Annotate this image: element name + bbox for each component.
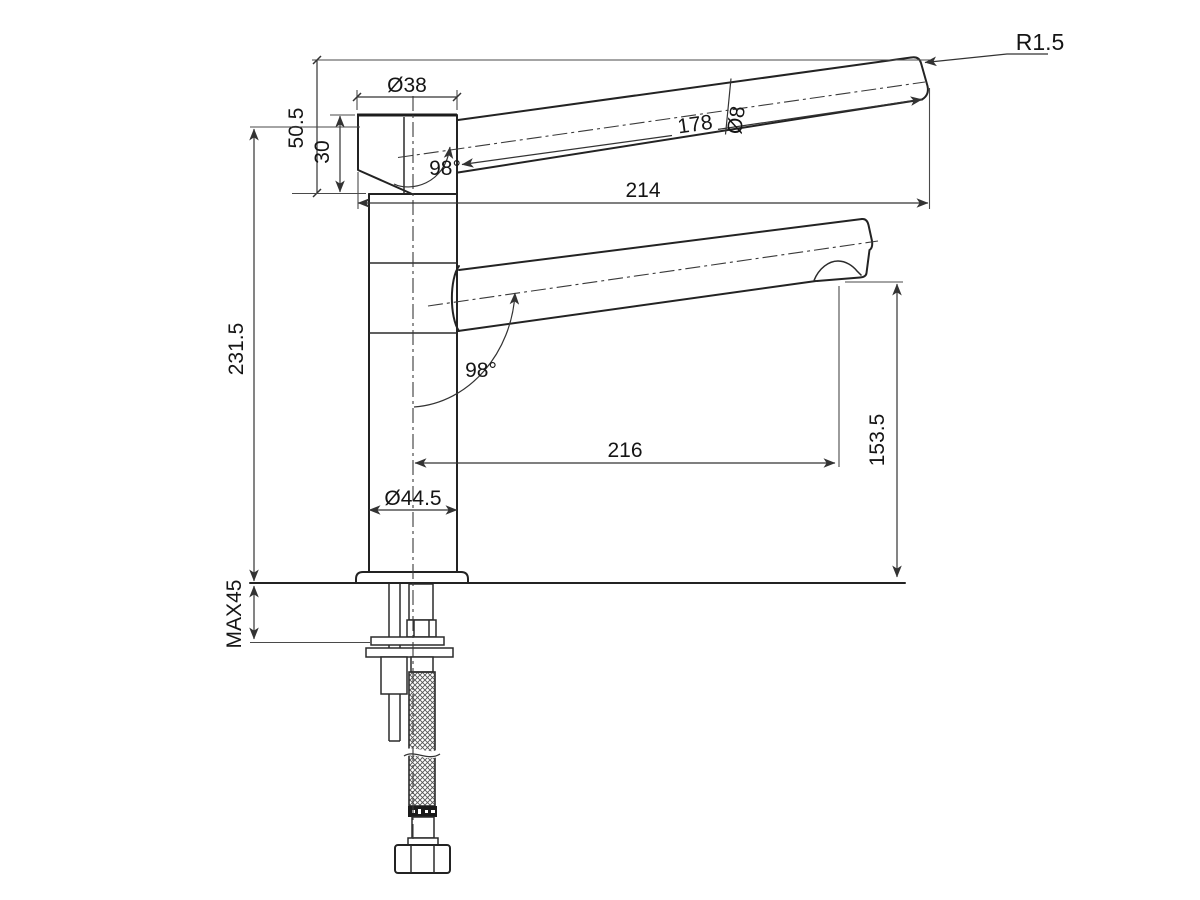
- hex-fitting: [406, 619, 437, 638]
- washer-plate-upper: [370, 636, 445, 646]
- dim-handle-reach-label: 214: [625, 179, 660, 202]
- dim-spout-outlet-height: 153.5: [845, 281, 903, 578]
- dim-max-mounting-thickness: MAX45: [223, 580, 370, 649]
- dim-head-handle-height-label: 50.5: [285, 108, 308, 149]
- faucet-spout: [427, 217, 879, 332]
- dim-total-height: 231.5: [225, 126, 360, 582]
- dim-handle-angle-label: 98°: [429, 157, 461, 180]
- dim-spout-reach-label: 216: [607, 439, 642, 462]
- dim-head-height-label: 30: [311, 140, 334, 163]
- hose-end-nut: [394, 844, 451, 874]
- dim-total-height-label: 231.5: [225, 323, 248, 376]
- dim-handle-diameter-label: Ø8: [723, 105, 750, 136]
- faucet-head: [357, 113, 458, 195]
- dim-body-diameter-label: Ø44.5: [384, 487, 441, 510]
- dim-handle-diameter: Ø8: [723, 78, 750, 136]
- dim-handle-reach: 214: [357, 88, 931, 209]
- base-flange: [355, 571, 469, 584]
- dim-tip-radius: R1.5: [924, 29, 1065, 67]
- dim-head-diameter: Ø38: [352, 74, 462, 110]
- spout-tip: [816, 217, 874, 282]
- dim-body-diameter: Ø44.5: [368, 487, 458, 515]
- faucet-handle-lever: [397, 56, 929, 174]
- faucet-body: [355, 193, 469, 584]
- dim-spout-angle-label: 98°: [465, 359, 497, 382]
- dim-head-diameter-label: Ø38: [387, 74, 427, 97]
- dim-max-mounting-thickness-label: MAX45: [223, 580, 246, 649]
- dim-handle-length-label: 178: [676, 111, 714, 139]
- dim-spout-reach: 216: [414, 286, 840, 468]
- spout-centerline: [427, 240, 879, 307]
- dim-head-handle-height: 50.5: [285, 55, 930, 198]
- dim-handle-angle: 98°: [393, 146, 461, 188]
- hose-crimp-band: [408, 806, 437, 817]
- dim-head-height: 30: [311, 114, 355, 193]
- mounting-hardware: [365, 583, 454, 742]
- dim-spout-angle: 98°: [413, 292, 520, 408]
- handle-centerline: [397, 81, 926, 159]
- dim-tip-radius-label: R1.5: [1016, 29, 1065, 55]
- aerator: [813, 260, 863, 281]
- washer-plate-lower: [365, 647, 454, 658]
- dim-spout-outlet-height-label: 153.5: [866, 414, 889, 467]
- mounting-nut: [380, 656, 408, 695]
- dim-handle-length: 178: [461, 96, 923, 168]
